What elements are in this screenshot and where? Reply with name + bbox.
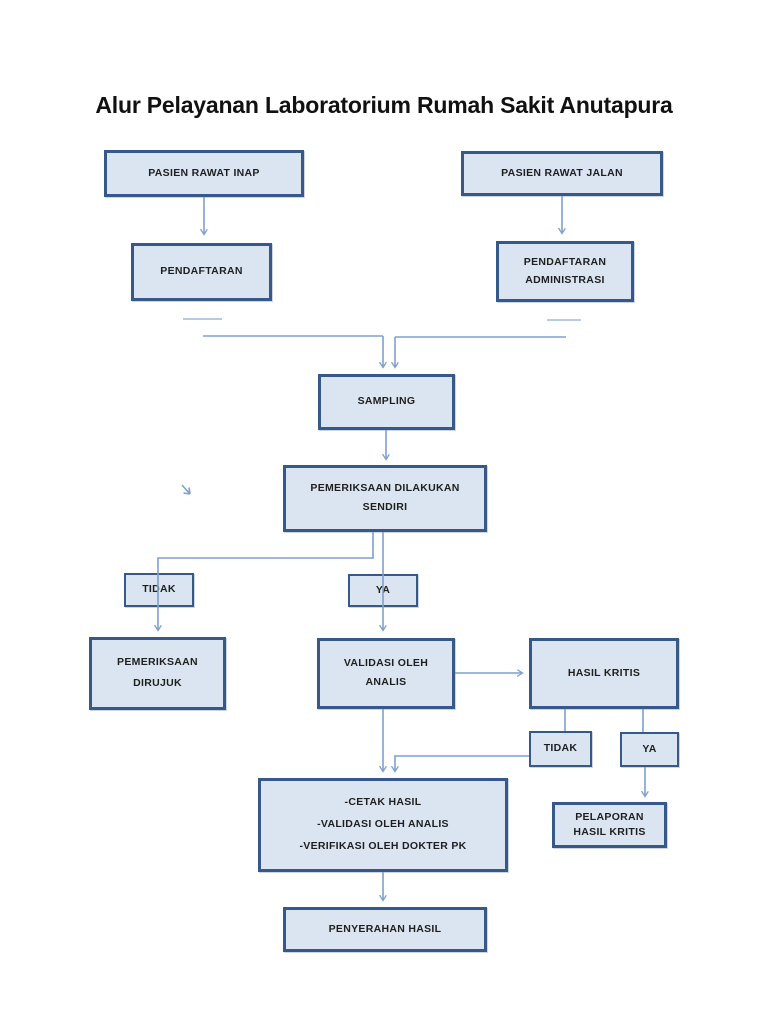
node-label: PENDAFTARAN bbox=[160, 265, 243, 278]
flow-node-cetak-validasi-verifikasi: -CETAK HASIL -VALIDASI OLEH ANALIS -VERI… bbox=[258, 778, 508, 872]
node-label: YA bbox=[375, 583, 391, 596]
node-label: SAMPLING bbox=[357, 395, 416, 408]
connector-tidak2-proses bbox=[395, 755, 529, 771]
flow-node-pemeriksaan-dilakukan-sendiri: PEMERIKSAAN DILAKUKAN SENDIRI bbox=[283, 465, 487, 532]
flow-node-tidak-1: TIDAK bbox=[124, 573, 194, 607]
flow-node-pasien-rawat-inap: PASIEN RAWAT INAP bbox=[104, 150, 304, 197]
node-label-line1: VALIDASI OLEH bbox=[343, 657, 429, 670]
flow-node-ya-1: YA bbox=[348, 574, 418, 607]
node-label-line2: ADMINISTRASI bbox=[525, 273, 605, 286]
flow-node-pendaftaran-administrasi: PENDAFTARAN ADMINISTRASI bbox=[496, 241, 634, 302]
node-label-line2: SENDIRI bbox=[362, 501, 408, 514]
flow-node-hasil-kritis: HASIL KRITIS bbox=[529, 638, 679, 709]
node-label: TIDAK bbox=[543, 742, 578, 755]
node-label: YA bbox=[642, 742, 657, 755]
node-label: PASIEN RAWAT INAP bbox=[148, 166, 260, 179]
node-label-line2: -VALIDASI OLEH ANALIS bbox=[317, 818, 449, 831]
node-label: PASIEN RAWAT JALAN bbox=[501, 166, 623, 179]
node-label-line2: HASIL KRITIS bbox=[573, 826, 646, 838]
flow-node-pelaporan-hasil-kritis: PELAPORAN HASIL KRITIS bbox=[552, 802, 667, 848]
stray-arrow-icon bbox=[181, 484, 191, 495]
node-label-line2: DIRUJUK bbox=[133, 677, 182, 690]
page-title: Alur Pelayanan Laboratorium Rumah Sakit … bbox=[95, 92, 673, 118]
node-label: PENYERAHAN HASIL bbox=[328, 922, 442, 935]
flow-node-penyerahan-hasil: PENYERAHAN HASIL bbox=[283, 907, 487, 952]
node-label-line1: PEMERIKSAAN DILAKUKAN bbox=[310, 482, 460, 495]
flow-node-pendaftaran: PENDAFTARAN bbox=[131, 243, 272, 301]
node-label: TIDAK bbox=[142, 583, 176, 596]
flow-node-tidak-2: TIDAK bbox=[529, 731, 592, 767]
node-label-line2: ANALIS bbox=[365, 676, 407, 689]
node-label-line1: PENDAFTARAN bbox=[523, 255, 607, 268]
flow-node-ya-2: YA bbox=[620, 732, 679, 767]
node-label-line1: -CETAK HASIL bbox=[344, 796, 422, 809]
node-label-line1: PELAPORAN bbox=[575, 810, 644, 823]
flow-node-pasien-rawat-jalan: PASIEN RAWAT JALAN bbox=[461, 151, 663, 196]
flow-node-validasi-oleh-analis: VALIDASI OLEH ANALIS bbox=[317, 638, 455, 709]
node-label-line1: PEMERIKSAAN bbox=[117, 656, 198, 669]
node-label: HASIL KRITIS bbox=[567, 666, 641, 679]
node-label-line3: -VERIFIKASI OLEH DOKTER PK bbox=[299, 840, 467, 853]
flow-node-pemeriksaan-dirujuk: PEMERIKSAAN DIRUJUK bbox=[89, 637, 226, 710]
flow-node-sampling: SAMPLING bbox=[318, 374, 455, 430]
